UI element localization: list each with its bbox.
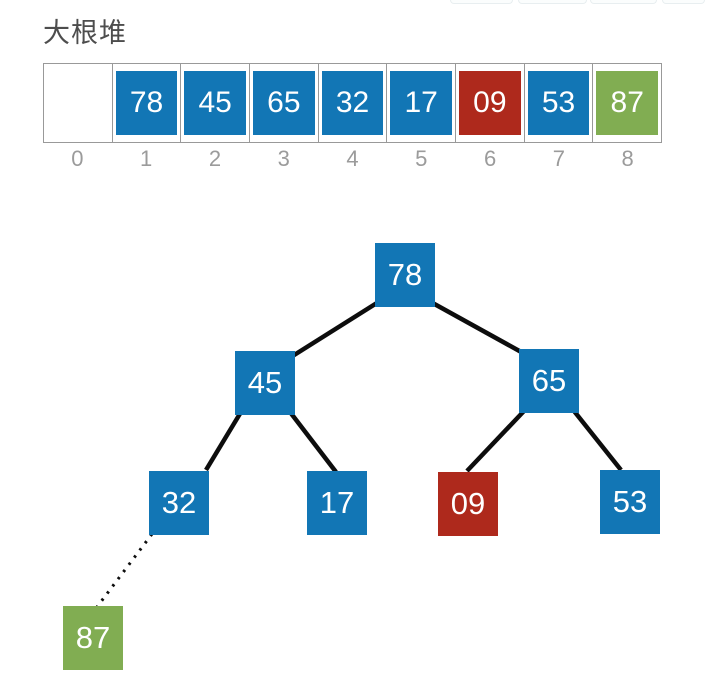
- edge-45-17: [288, 410, 338, 474]
- array-cell-4: 32: [319, 64, 388, 142]
- edge-65-09: [465, 409, 526, 473]
- array-index-label-1: 1: [140, 146, 153, 171]
- array-value-8: 87: [596, 71, 659, 135]
- tree-node-53: 53: [600, 470, 660, 534]
- array-cell-1: 78: [113, 64, 182, 142]
- tree-node-78: 78: [375, 243, 435, 307]
- array-cell-5: 17: [387, 64, 457, 142]
- array-index-label-3: 3: [277, 146, 290, 171]
- array-index-label-2: 2: [208, 146, 222, 171]
- array-value-6: 09: [459, 71, 521, 135]
- tree-node-87: 87: [63, 606, 123, 670]
- array-value-7: 53: [527, 71, 590, 135]
- page-title: 大根堆: [43, 18, 127, 48]
- array-index-label-0: 0: [71, 146, 84, 171]
- edge-78-45: [289, 299, 382, 359]
- array-index-label-8: 8: [621, 146, 634, 171]
- tree-node-45: 45: [235, 351, 295, 415]
- tree-node-65: 65: [519, 349, 579, 413]
- array-value-1: 78: [115, 71, 178, 135]
- array-value-2: 45: [184, 71, 247, 135]
- tree-node-17: 17: [307, 471, 367, 535]
- edge-78-65: [427, 299, 525, 355]
- array-cell-2: 45: [181, 64, 251, 142]
- tree-node-32: 32: [149, 471, 209, 535]
- array-cell-7: 53: [525, 64, 594, 142]
- edge-32-87-dotted: [95, 533, 154, 608]
- array-value-3: 65: [253, 71, 315, 135]
- array-cell-6: 09: [456, 64, 525, 142]
- tree-node-09: 09: [438, 472, 498, 536]
- array-index-label-4: 4: [346, 146, 359, 171]
- array-cell-0: [44, 64, 113, 142]
- edge-45-32: [204, 410, 243, 472]
- array-cell-8: 87: [593, 64, 661, 142]
- array-index-label-7: 7: [552, 146, 565, 171]
- array-cell-3: 65: [250, 64, 319, 142]
- array-index-row: 0 1 2 3 4 5 6 7 8: [43, 146, 662, 172]
- array-index-label-6: 6: [483, 146, 497, 171]
- edge-65-53: [572, 409, 623, 472]
- array-value-5: 17: [390, 71, 453, 135]
- array-value-4: 32: [321, 71, 384, 135]
- array-index-label-5: 5: [415, 146, 428, 171]
